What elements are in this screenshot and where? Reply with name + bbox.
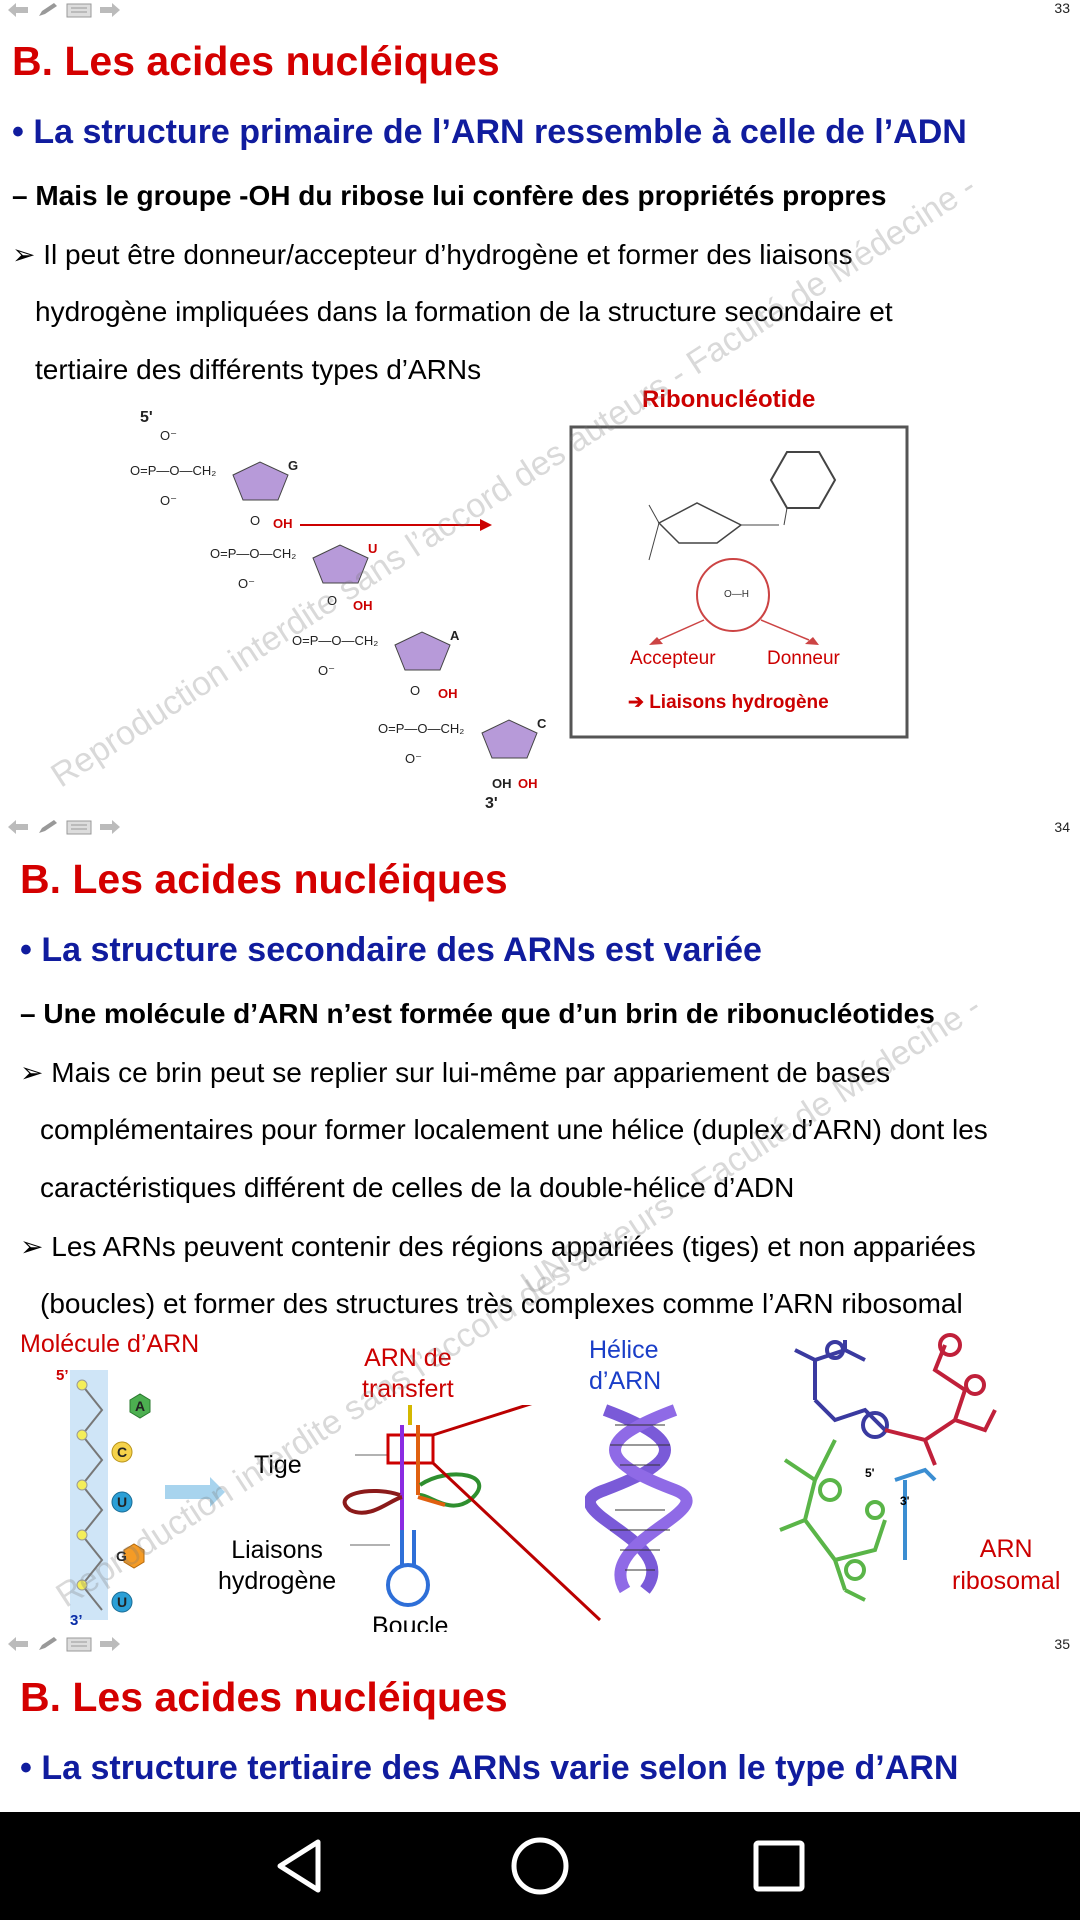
bullet-heading: • La structure primaire de l’ARN ressemb… (12, 113, 967, 151)
trna-diagram (342, 1405, 602, 1622)
svg-text:5’: 5’ (56, 1367, 69, 1384)
svg-text:O=P—O—CH₂: O=P—O—CH₂ (130, 463, 216, 478)
next-arrow-icon[interactable] (98, 2, 122, 18)
svg-text:OH: OH (273, 516, 293, 531)
rna-chain-diagram: 5' O⁻ O=P—O—CH₂ O⁻ G O OH O=P—O—CH₂ O⁻ U… (130, 409, 547, 812)
svg-text:U: U (368, 541, 377, 556)
svg-text:O⁻: O⁻ (238, 576, 255, 591)
sub-point: – Mais le groupe -OH du ribose lui confè… (12, 180, 887, 211)
page-number: 33 (1054, 0, 1070, 16)
svg-text:C: C (537, 716, 547, 731)
prev-arrow-icon[interactable] (6, 2, 30, 18)
pen-icon[interactable] (36, 2, 60, 18)
text-line: ➢ Mais ce brin peut se replier sur lui-m… (20, 1057, 891, 1088)
slide-nav-controls (6, 817, 122, 837)
page-number: 35 (1054, 1636, 1070, 1652)
svg-text:O: O (327, 593, 337, 608)
menu-icon[interactable] (66, 1636, 92, 1652)
slide-34: 34 B. Les acides nucléiques • La structu… (0, 815, 1080, 1653)
acceptor-label: Accepteur (630, 648, 716, 669)
svg-text:G: G (116, 1548, 127, 1564)
next-arrow-icon[interactable] (98, 819, 122, 835)
slide-33: 33 B. Les acides nucléiques • La structu… (0, 0, 1080, 838)
svg-text:O=P—O—CH₂: O=P—O—CH₂ (210, 546, 296, 561)
rna-helix-label: Hélice d’ARN (589, 1336, 662, 1395)
svg-text:5': 5' (865, 1466, 875, 1480)
rrna-label: ARN ribosomal (952, 1535, 1061, 1595)
end-5-label: 5' (140, 409, 153, 426)
recents-icon[interactable] (751, 1838, 807, 1894)
slide-title: B. Les acides nucléiques (12, 38, 500, 84)
menu-icon[interactable] (66, 819, 92, 835)
svg-text:O=P—O—CH₂: O=P—O—CH₂ (378, 721, 464, 736)
svg-text:O⁻: O⁻ (160, 493, 177, 508)
svg-text:O⁻: O⁻ (318, 663, 335, 678)
svg-text:O: O (250, 513, 260, 528)
rrna-diagram: 5' 3' (779, 1333, 997, 1602)
donor-label: Donneur (767, 648, 840, 669)
android-nav-bar (0, 1812, 1080, 1920)
bullet-heading: • La structure secondaire des ARNs est v… (20, 931, 762, 969)
rna-helix-diagram (585, 1404, 693, 1594)
text-line: ➢ Il peut être donneur/accepteur d’hydro… (12, 239, 853, 270)
slide-title: B. Les acides nucléiques (20, 1674, 508, 1720)
text-line: caractéristiques différent de celles de … (40, 1172, 795, 1203)
text-line: tertiaire des différents types d’ARNs (35, 354, 482, 385)
text-line: ➢ Les ARNs peuvent contenir des régions … (20, 1231, 976, 1262)
svg-text:G: G (288, 458, 298, 473)
sub-point: – Une molécule d’ARN n’est formée que d’… (20, 998, 935, 1029)
slide-nav-controls (6, 1634, 122, 1654)
menu-icon[interactable] (66, 2, 92, 18)
svg-text:OH: OH (438, 686, 458, 701)
text-line: hydrogène impliquées dans la formation d… (35, 296, 893, 327)
svg-text:C: C (117, 1444, 127, 1460)
hbond-label: Liaisons hydrogène (218, 1536, 337, 1595)
text-line: complémentaires pour former localement u… (40, 1114, 988, 1145)
svg-text:OH: OH (492, 776, 512, 791)
bullet-heading: • La structure tertiaire des ARNs varie … (20, 1749, 959, 1787)
svg-text:O⁻: O⁻ (405, 751, 422, 766)
slide-35: 35 B. Les acides nucléiques • La structu… (0, 1632, 1080, 1812)
ribonucleotide-box: O—H (569, 425, 909, 739)
slide-title: B. Les acides nucléiques (20, 856, 508, 902)
svg-text:U: U (117, 1594, 127, 1610)
rna-strand-diagram: 5’ 3’ A C U G U (56, 1367, 225, 1629)
svg-text:O⁻: O⁻ (160, 428, 177, 443)
text-line: (boucles) et former des structures très … (40, 1288, 963, 1319)
pen-icon[interactable] (36, 819, 60, 835)
next-arrow-icon[interactable] (98, 1636, 122, 1652)
svg-text:O=P—O—CH₂: O=P—O—CH₂ (292, 633, 378, 648)
home-icon[interactable] (509, 1835, 571, 1897)
prev-arrow-icon[interactable] (6, 819, 30, 835)
slide-nav-controls (6, 0, 122, 20)
page-number: 34 (1054, 819, 1070, 835)
svg-text:O: O (410, 683, 420, 698)
svg-text:OH: OH (518, 776, 538, 791)
svg-text:3': 3' (900, 1494, 910, 1508)
end-3-label: 3' (485, 795, 498, 812)
svg-text:O—H: O—H (724, 589, 749, 600)
prev-arrow-icon[interactable] (6, 1636, 30, 1652)
svg-text:OH: OH (353, 598, 373, 613)
stem-label: Tige (254, 1451, 302, 1479)
rna-molecule-label: Molécule d’ARN (20, 1330, 200, 1358)
svg-text:U: U (117, 1494, 127, 1510)
ribonucleotide-title: Ribonucléotide (642, 386, 816, 413)
pen-icon[interactable] (36, 1636, 60, 1652)
svg-text:A: A (450, 628, 460, 643)
svg-text:3’: 3’ (70, 1612, 83, 1629)
svg-text:A: A (135, 1398, 145, 1414)
trna-label: ARN de transfert (362, 1344, 454, 1403)
hydrogen-bonds-label: ➔ Liaisons hydrogène (628, 692, 829, 713)
back-icon[interactable] (270, 1836, 330, 1896)
